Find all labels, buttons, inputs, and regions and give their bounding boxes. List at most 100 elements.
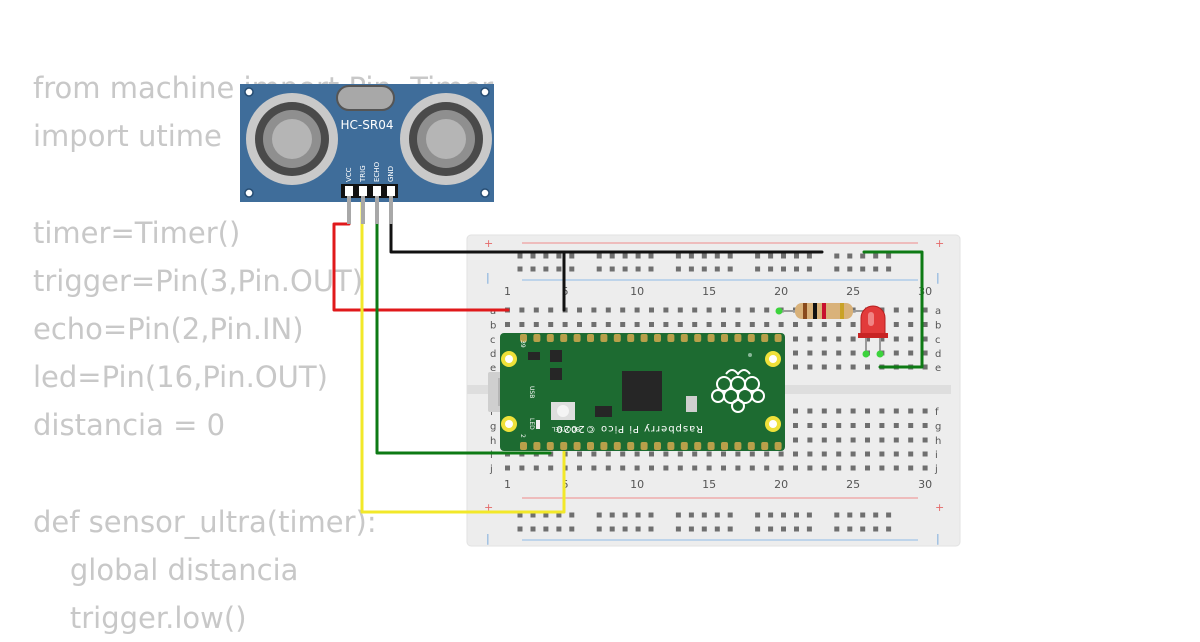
breadboard-hole[interactable] (727, 512, 733, 518)
pico-pin-pad[interactable] (546, 442, 554, 450)
breadboard-hole[interactable] (821, 408, 827, 414)
breadboard-hole[interactable] (778, 465, 784, 471)
breadboard-hole[interactable] (768, 526, 774, 532)
breadboard-hole[interactable] (634, 465, 640, 471)
breadboard-hole[interactable] (893, 465, 899, 471)
breadboard-hole[interactable] (749, 465, 755, 471)
breadboard-hole[interactable] (860, 512, 866, 518)
breadboard-hole[interactable] (860, 253, 866, 259)
pico-pin-pad[interactable] (520, 334, 527, 342)
breadboard-hole[interactable] (605, 451, 611, 457)
breadboard-hole[interactable] (548, 322, 554, 327)
breadboard-hole[interactable] (908, 423, 914, 428)
pico-pin-pad[interactable] (587, 442, 594, 450)
breadboard-hole[interactable] (922, 465, 928, 471)
breadboard-hole[interactable] (836, 336, 842, 342)
breadboard-hole[interactable] (569, 266, 575, 272)
breadboard-hole[interactable] (768, 266, 774, 272)
breadboard-hole[interactable] (622, 266, 628, 272)
breadboard-hole[interactable] (648, 526, 654, 532)
pico-pin-pad[interactable] (640, 442, 648, 450)
breadboard-hole[interactable] (873, 266, 879, 272)
breadboard-hole[interactable] (860, 526, 866, 532)
breadboard-hole[interactable] (806, 512, 812, 518)
breadboard-hole[interactable] (879, 423, 885, 428)
breadboard-hole[interactable] (879, 336, 885, 342)
breadboard-hole[interactable] (620, 451, 626, 457)
breadboard-hole[interactable] (675, 526, 681, 532)
breadboard-hole[interactable] (865, 364, 870, 370)
breadboard-hole[interactable] (543, 526, 549, 532)
breadboard-hole[interactable] (706, 307, 712, 313)
pico-pin-pad[interactable] (707, 334, 715, 342)
breadboard-hole[interactable] (821, 465, 827, 471)
breadboard-hole[interactable] (505, 322, 510, 327)
breadboard-hole[interactable] (836, 451, 842, 457)
breadboard-hole[interactable] (768, 253, 774, 259)
breadboard-hole[interactable] (873, 253, 879, 259)
breadboard-hole[interactable] (922, 364, 928, 370)
breadboard-hole[interactable] (727, 266, 733, 272)
breadboard-hole[interactable] (807, 465, 813, 471)
pico-pin-pad[interactable] (747, 334, 755, 342)
pico-pin-pad[interactable] (627, 442, 635, 450)
breadboard-hole[interactable] (834, 526, 840, 532)
pico-pin-pad[interactable] (640, 334, 648, 342)
breadboard-hole[interactable] (533, 465, 539, 471)
breadboard-hole[interactable] (735, 451, 741, 457)
breadboard-hole[interactable] (622, 526, 628, 532)
breadboard-hole[interactable] (749, 307, 755, 313)
breadboard-hole[interactable] (806, 253, 812, 259)
pico-pin-pad[interactable] (654, 334, 661, 342)
breadboard-hole[interactable] (806, 526, 812, 532)
pico-pin-pad[interactable] (694, 442, 702, 450)
breadboard-hole[interactable] (821, 364, 827, 370)
breadboard-hole[interactable] (850, 364, 856, 370)
breadboard-hole[interactable] (850, 437, 856, 443)
breadboard-hole[interactable] (530, 266, 536, 272)
breadboard-hole[interactable] (577, 451, 582, 457)
breadboard-hole[interactable] (591, 465, 597, 471)
breadboard-hole[interactable] (922, 408, 928, 414)
pico-pin-pad[interactable] (587, 334, 594, 342)
pico-pin-pad[interactable] (667, 442, 675, 450)
breadboard-hole[interactable] (850, 451, 856, 457)
breadboard-hole[interactable] (908, 451, 914, 457)
breadboard-hole[interactable] (663, 307, 669, 313)
breadboard-hole[interactable] (688, 266, 694, 272)
breadboard-hole[interactable] (781, 266, 786, 272)
breadboard-hole[interactable] (834, 512, 840, 518)
breadboard-hole[interactable] (591, 322, 597, 327)
breadboard-hole[interactable] (764, 451, 770, 457)
breadboard-hole[interactable] (793, 322, 798, 327)
breadboard-hole[interactable] (755, 266, 761, 272)
breadboard-hole[interactable] (622, 512, 628, 518)
pico-pin-pad[interactable] (654, 442, 661, 450)
breadboard-hole[interactable] (562, 322, 568, 327)
breadboard-hole[interactable] (836, 322, 842, 327)
breadboard-hole[interactable] (806, 266, 812, 272)
breadboard-hole[interactable] (755, 512, 761, 518)
breadboard-hole[interactable] (793, 364, 798, 370)
breadboard-hole[interactable] (735, 465, 741, 471)
breadboard-hole[interactable] (893, 336, 899, 342)
breadboard-hole[interactable] (886, 512, 892, 518)
breadboard-hole[interactable] (865, 451, 870, 457)
breadboard-hole[interactable] (836, 364, 842, 370)
breadboard-hole[interactable] (807, 364, 813, 370)
breadboard-hole[interactable] (793, 336, 798, 342)
breadboard-hole[interactable] (714, 266, 720, 272)
breadboard-hole[interactable] (701, 253, 707, 259)
breadboard-hole[interactable] (794, 253, 799, 259)
breadboard-hole[interactable] (821, 437, 827, 443)
breadboard-hole[interactable] (706, 465, 712, 471)
breadboard-hole[interactable] (688, 512, 694, 518)
breadboard-hole[interactable] (793, 451, 798, 457)
pico-pin-pad[interactable] (680, 334, 688, 342)
breadboard-hole[interactable] (781, 526, 786, 532)
breadboard-hole[interactable] (519, 322, 525, 327)
breadboard-hole[interactable] (634, 451, 640, 457)
breadboard-hole[interactable] (893, 307, 899, 313)
breadboard-hole[interactable] (836, 465, 842, 471)
breadboard-hole[interactable] (879, 451, 885, 457)
